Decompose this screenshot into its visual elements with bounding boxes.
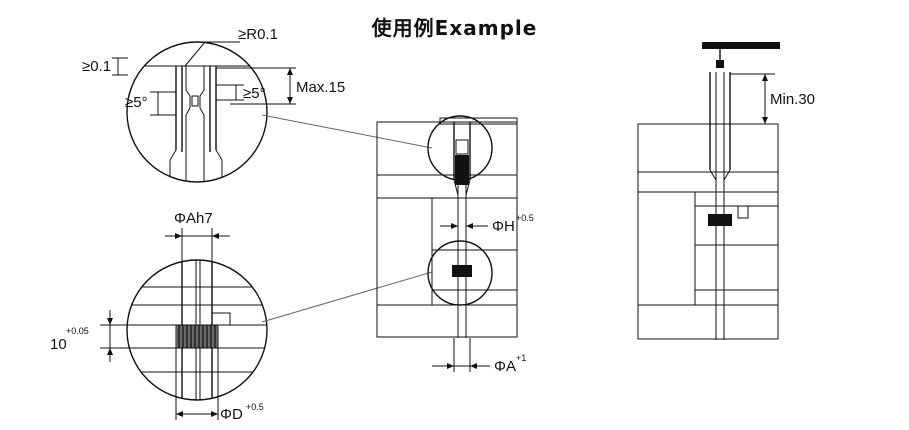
right-assembly (637, 42, 780, 340)
label-phi-d-tol: +0.5 (246, 402, 264, 412)
leader-bottom (261, 271, 433, 323)
label-phi-d: ΦD (220, 406, 243, 423)
leader-top (261, 114, 433, 149)
top-detail-circle (112, 41, 296, 183)
label-ge5-left: ≥5° (125, 94, 148, 111)
label-ge5-right: ≥5° (243, 85, 266, 102)
label-max15: Max.15 (296, 79, 345, 96)
middle-assembly (376, 115, 518, 372)
label-phi-ah7: ΦAh7 (174, 210, 213, 227)
label-phi-h: ΦH (492, 218, 515, 235)
label-ten: 10 (50, 336, 67, 353)
bottom-detail-circle (100, 228, 268, 420)
label-ten-tol: +0.05 (66, 326, 89, 336)
label-ge01: ≥0.1 (82, 58, 111, 75)
label-r01: ≥R0.1 (238, 26, 278, 43)
label-phi-h-tol: +0.5 (516, 213, 534, 223)
label-phi-a: ΦA (494, 358, 516, 375)
label-min30: Min.30 (770, 91, 815, 108)
label-phi-a-tol: +1 (516, 353, 526, 363)
diagram-title: 使用例Example (371, 16, 538, 40)
